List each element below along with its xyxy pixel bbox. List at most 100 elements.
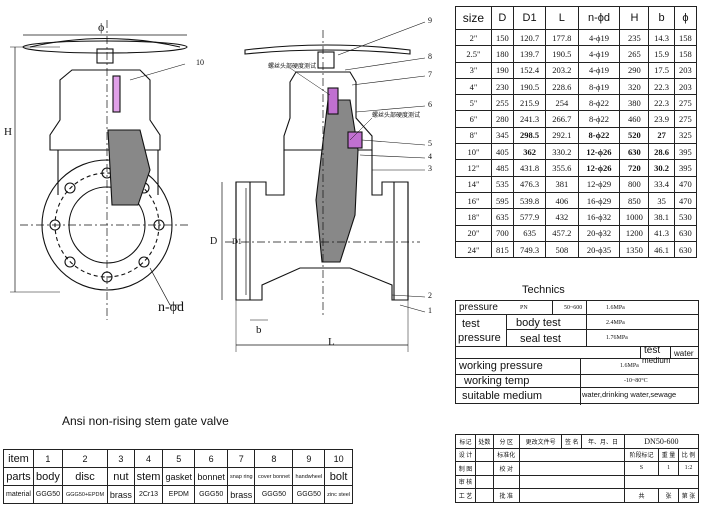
balloon-3: 3 — [428, 164, 432, 173]
parts-table-cell: 2 — [61, 449, 109, 468]
balloon-6: 6 — [428, 100, 432, 109]
size-table-cell: 190.5 — [512, 77, 547, 96]
size-table-cell: 292.1 — [545, 126, 579, 145]
size-table-cell: 27 — [648, 126, 675, 145]
tb-cell: 审 核 — [455, 474, 476, 489]
tb-cell: 年、月、日 — [581, 434, 625, 449]
tb-cell — [474, 488, 494, 503]
working-temp-value: -10~80°C — [624, 378, 648, 384]
size-table-cell: 595 — [490, 191, 514, 210]
tb-cell: 阶段标记 — [623, 447, 660, 462]
size-table-cell: 12-ϕ26 — [577, 143, 621, 161]
tb-cell — [518, 461, 625, 476]
size-table-cell: 330.2 — [545, 143, 579, 161]
size-table-cell: 190 — [490, 61, 514, 79]
tb-cell — [474, 461, 494, 476]
working-pressure-value: 1.6MPa — [620, 363, 639, 369]
size-table-cell: 325 — [673, 126, 698, 145]
size-table-cell: 38.1 — [648, 208, 675, 226]
size-table-cell: 431.8 — [512, 159, 547, 177]
size-table-cell: 24" — [455, 240, 492, 259]
size-table-cell: 8" — [455, 126, 492, 145]
note-hardness-1: 螺丝头部硬度测试 — [268, 64, 317, 70]
parts-table-cell: gasket — [162, 467, 196, 486]
size-table-cell: 8-ϕ22 — [577, 94, 621, 112]
size-table-cell: 35 — [648, 191, 675, 210]
size-table-cell: 158 — [673, 45, 698, 63]
size-table-header: L — [545, 6, 579, 30]
size-table-cell: 20" — [455, 224, 492, 242]
tb-cell: S — [623, 461, 660, 476]
tb-cell — [492, 474, 520, 489]
size-table-cell: 228.6 — [545, 77, 579, 96]
size-table-cell: 4" — [455, 77, 492, 96]
title-block: 标记 处数 分 区 更改文件号 签 名 年、月、日 DN50-600 设 计 标… — [455, 434, 700, 503]
parts-table-cell: GGG50 — [254, 485, 294, 504]
tb-cell — [474, 447, 494, 462]
seal-test-label: seal test — [520, 333, 561, 345]
parts-table-cell: 2Cr13 — [133, 485, 164, 504]
tb-cell: 比 例 — [678, 447, 699, 462]
size-table-cell: 460 — [619, 110, 650, 128]
tb-cell: 校 对 — [492, 461, 520, 476]
parts-table-cell: 4 — [133, 449, 164, 468]
size-table-cell: 8-ϕ19 — [577, 77, 621, 96]
bonnet-outline-left — [49, 69, 161, 151]
size-table-header: D1 — [512, 6, 547, 30]
test-medium-value: water — [674, 349, 694, 358]
tb-cell: 标记 — [455, 434, 476, 449]
parts-table-cell: bonnet — [194, 467, 229, 486]
size-table-header: b — [648, 6, 675, 30]
pressure-label: pressure — [459, 302, 498, 313]
size-table-cell: 23.9 — [648, 110, 675, 128]
size-table-cell: 203 — [673, 77, 698, 96]
size-table-cell: 520 — [619, 126, 650, 145]
test-medium-label-2: medium — [642, 356, 671, 365]
size-table-cell: 630 — [673, 240, 698, 259]
size-table-cell: 2.5" — [455, 45, 492, 63]
size-table-cell: 4-ϕ19 — [577, 61, 621, 79]
size-table-cell: 700 — [490, 224, 514, 242]
size-table-cell: 535 — [490, 175, 514, 193]
tb-cell: 张 — [658, 488, 680, 503]
size-table-cell: 15.9 — [648, 45, 675, 63]
parts-table-cell: bolt — [324, 467, 353, 486]
size-table-cell: 190.5 — [545, 45, 579, 63]
size-table-cell: 22.3 — [648, 77, 675, 96]
tb-cell: 更改文件号 — [518, 434, 563, 449]
parts-table-cell: GGG50 — [32, 485, 63, 504]
size-table-cell: 720 — [619, 159, 650, 177]
parts-table-cell: 5 — [162, 449, 196, 468]
test-label: test — [462, 318, 480, 330]
tb-cell — [474, 474, 494, 489]
tb-cell: 标准化 — [492, 447, 520, 462]
size-table-cell: 10" — [455, 143, 492, 161]
phi-dimension-label: ϕ — [98, 20, 105, 34]
size-table-header: ϕ — [673, 6, 698, 30]
d-dimension-label: D — [210, 236, 218, 247]
size-table-cell: 5" — [455, 94, 492, 112]
tb-cell: 共 — [623, 488, 660, 503]
size-table-cell: 635 — [512, 224, 547, 242]
size-table-cell: 749.3 — [512, 240, 547, 259]
size-table-cell: 630 — [619, 143, 650, 161]
size-table-cell: 2" — [455, 28, 492, 47]
technics-title: Technics — [522, 284, 565, 296]
balloon-2: 2 — [428, 291, 432, 300]
size-table-cell: 8-ϕ22 — [577, 110, 621, 128]
balloon-8: 8 — [428, 52, 432, 61]
parts-table-cell: 10 — [324, 449, 353, 468]
size-table-cell: 235 — [619, 28, 650, 47]
size-table-cell: 14.3 — [648, 28, 675, 47]
parts-row-label: material — [3, 485, 34, 504]
size-table-cell: 17.5 — [648, 61, 675, 79]
tb-cell: 分 区 — [492, 434, 520, 449]
parts-table-cell: 6 — [194, 449, 229, 468]
size-table-cell: 215.9 — [512, 94, 547, 112]
parts-table-cell: GGG50+EPDM — [61, 485, 109, 504]
